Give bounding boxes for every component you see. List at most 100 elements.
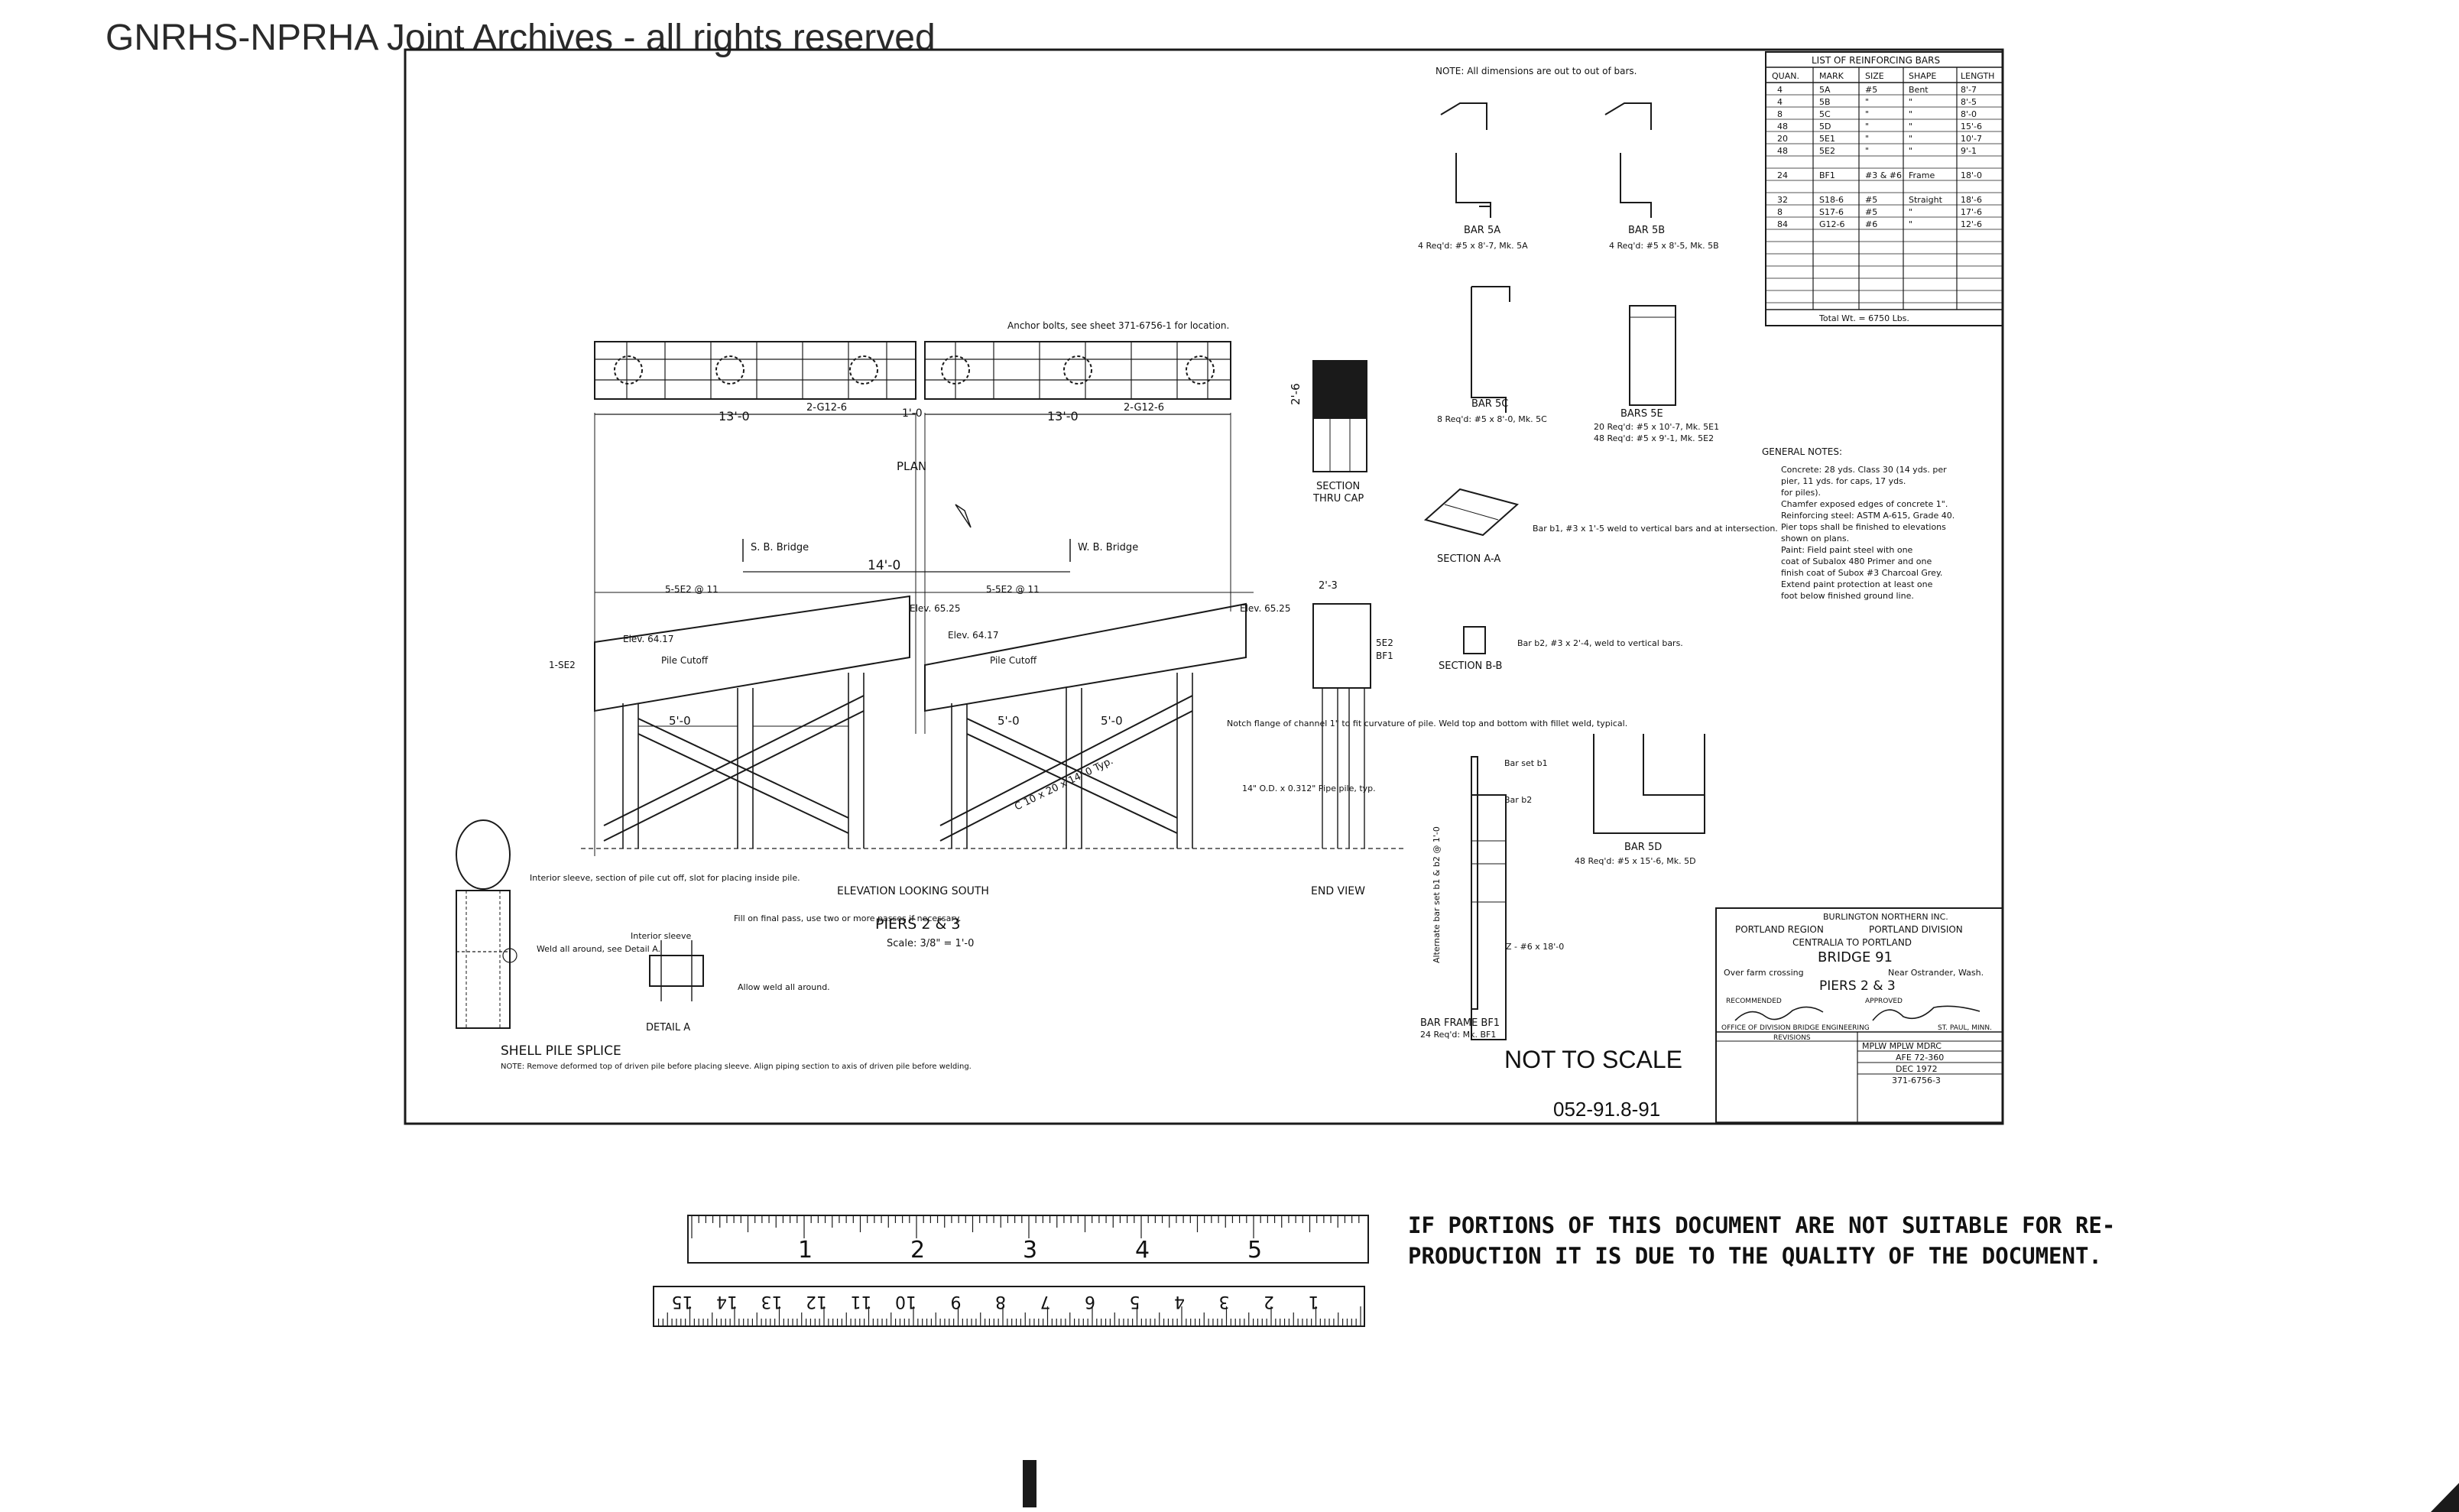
svg-text:AFE 72-360: AFE 72-360: [1896, 1053, 1944, 1063]
table-cell: ": [1865, 122, 1869, 131]
svg-text:Elev. 65.25: Elev. 65.25: [1240, 603, 1290, 614]
svg-text:PIERS 2 & 3: PIERS 2 & 3: [875, 916, 960, 933]
signature-left: [1734, 1006, 1824, 1021]
table-cell: 5C: [1819, 109, 1831, 119]
table-cell: 20: [1777, 134, 1788, 144]
table-cell: 48: [1777, 146, 1788, 156]
svg-text:5-5E2 @ 11: 5-5E2 @ 11: [986, 584, 1040, 595]
note-line: shown on plans.: [1781, 534, 1849, 543]
ruler-label: 2: [1264, 1292, 1274, 1311]
shell-pile-splice: Interior sleeve, section of pile cut off…: [456, 819, 972, 1071]
svg-text:Scale: 3/8" = 1'-0: Scale: 3/8" = 1'-0: [887, 938, 974, 949]
svg-text:DEC 1972: DEC 1972: [1896, 1064, 1938, 1074]
svg-text:BURLINGTON NORTHERN INC.: BURLINGTON NORTHERN INC.: [1823, 912, 1948, 922]
svg-text:SECTION A-A: SECTION A-A: [1437, 553, 1500, 565]
table-cell: ": [1865, 134, 1869, 144]
svg-text:Elev. 65.25: Elev. 65.25: [910, 603, 960, 614]
svg-text:BAR 5C: BAR 5C: [1471, 398, 1508, 410]
table-cell: ": [1909, 122, 1912, 131]
svg-text:Interior sleeve: Interior sleeve: [631, 931, 691, 941]
svg-text:BRIDGE 91: BRIDGE 91: [1818, 949, 1893, 965]
note-line: finish coat of Subox #3 Charcoal Grey.: [1781, 568, 1942, 578]
ruler-label: 5: [1130, 1292, 1140, 1311]
svg-text:Bar b2: Bar b2: [1504, 795, 1532, 805]
ruler-label: 4: [1135, 1237, 1150, 1264]
note-line: Reinforcing steel: ASTM A-615, Grade 40.: [1781, 511, 1955, 521]
ruler-label: 11: [851, 1292, 872, 1311]
table-cell: BF1: [1819, 170, 1835, 180]
svg-text:5'-0: 5'-0: [1101, 714, 1123, 728]
table-cell: 4: [1777, 97, 1783, 107]
svg-text:Total Wt. = 6750 Lbs.: Total Wt. = 6750 Lbs.: [1818, 313, 1909, 323]
svg-text:Pile Cutoff: Pile Cutoff: [990, 655, 1037, 666]
svg-text:Fill on final pass, use two or: Fill on final pass, use two or more pass…: [734, 913, 961, 923]
svg-text:BAR 5B: BAR 5B: [1628, 225, 1665, 236]
ruler-label: 3: [1023, 1237, 1037, 1264]
svg-text:CENTRALIA TO PORTLAND: CENTRALIA TO PORTLAND: [1792, 937, 1912, 948]
svg-text:QUAN.: QUAN.: [1772, 71, 1799, 81]
table-cell: #3 & #6: [1865, 170, 1902, 180]
svg-text:Z - #6 x 18'-0: Z - #6 x 18'-0: [1506, 942, 1564, 952]
table-cell: Bent: [1909, 85, 1929, 95]
svg-text:Bar b1, #3 x 1'-5 weld to vert: Bar b1, #3 x 1'-5 weld to vertical bars …: [1533, 524, 1778, 534]
svg-text:BAR FRAME BF1: BAR FRAME BF1: [1420, 1017, 1500, 1029]
svg-text:PLAN: PLAN: [897, 459, 926, 473]
svg-text:W. B. Bridge: W. B. Bridge: [1078, 542, 1138, 553]
table-cell: S18-6: [1819, 195, 1844, 205]
table-cell: 17'-6: [1961, 207, 1982, 217]
svg-text:371-6756-3: 371-6756-3: [1892, 1076, 1941, 1085]
archive-watermark: GNRHS-NPRHA Joint Archives - all rights …: [105, 18, 936, 58]
note-line: Extend paint protection at least one: [1781, 579, 1933, 589]
svg-text:8 Req'd: #5 x 8'-0, Mk. 5C: 8 Req'd: #5 x 8'-0, Mk. 5C: [1437, 414, 1547, 424]
table-cell: 12'-6: [1961, 219, 1982, 229]
svg-text:2-G12-6: 2-G12-6: [806, 402, 847, 414]
table-cell: 10'-7: [1961, 134, 1982, 144]
svg-text:SECTION: SECTION: [1316, 481, 1360, 492]
svg-text:1'-0: 1'-0: [902, 407, 923, 420]
svg-text:Weld all around, see Detail A.: Weld all around, see Detail A.: [537, 944, 660, 954]
table-cell: #6: [1865, 219, 1877, 229]
section-thru-cap: 2'-6 SECTION THRU CAP: [1289, 360, 1367, 505]
table-cell: ": [1865, 146, 1869, 156]
table-cell: 5D: [1819, 122, 1831, 131]
ruler-label: 1: [1309, 1292, 1319, 1311]
drawing-number: 052-91.8-91: [1553, 1098, 1661, 1121]
note-line: foot below finished ground line.: [1781, 591, 1914, 601]
note-line: Concrete: 28 yds. Class 30 (14 yds. per: [1781, 465, 1947, 475]
title-block: BURLINGTON NORTHERN INC. PORTLAND REGION…: [1715, 907, 2003, 1124]
svg-text:NOTE: Remove deformed top of d: NOTE: Remove deformed top of driven pile…: [501, 1063, 972, 1071]
svg-text:20 Req'd: #5 x 10'-7, Mk. 5E1: 20 Req'd: #5 x 10'-7, Mk. 5E1: [1594, 422, 1719, 432]
svg-text:13'-0: 13'-0: [1047, 409, 1079, 423]
svg-text:Bar b2, #3 x 2'-4, weld to ver: Bar b2, #3 x 2'-4, weld to vertical bars…: [1517, 638, 1683, 648]
reinforcing-bar-table: LIST OF REINFORCING BARS QUAN. MARK SIZE…: [1765, 51, 2003, 326]
svg-text:RECOMMENDED: RECOMMENDED: [1726, 998, 1782, 1005]
not-to-scale-label: NOT TO SCALE: [1504, 1046, 1682, 1073]
svg-text:APPROVED: APPROVED: [1865, 998, 1903, 1005]
note-line: Chamfer exposed edges of concrete 1".: [1781, 499, 1948, 509]
svg-text:PORTLAND REGION: PORTLAND REGION: [1735, 924, 1824, 935]
svg-text:END VIEW: END VIEW: [1311, 885, 1365, 897]
ruler-label: 13: [761, 1292, 783, 1311]
table-cell: Frame: [1909, 170, 1935, 180]
svg-text:24 Req'd: Mk. BF1: 24 Req'd: Mk. BF1: [1420, 1030, 1496, 1040]
table-cell: 32: [1777, 195, 1788, 205]
svg-text:Notch flange of channel 1" to: Notch flange of channel 1" to fit curvat…: [1227, 719, 1627, 728]
corner-mark: [2431, 1483, 2459, 1512]
table-cell: ": [1865, 109, 1869, 119]
ruler-label: 2: [910, 1237, 925, 1264]
svg-text:13'-0: 13'-0: [719, 409, 750, 423]
svg-text:1-SE2: 1-SE2: [549, 660, 576, 670]
svg-text:SHELL PILE SPLICE: SHELL PILE SPLICE: [501, 1043, 621, 1059]
elevation-view: S. B. Bridge W. B. Bridge 14'-0 5-5E2 @ …: [549, 539, 1627, 897]
table-cell: ": [1909, 219, 1912, 229]
svg-text:5'-0: 5'-0: [669, 714, 691, 728]
svg-text:LIST OF REINFORCING BARS: LIST OF REINFORCING BARS: [1812, 55, 1940, 66]
svg-text:BAR 5A: BAR 5A: [1464, 225, 1500, 236]
table-cell: G12-6: [1819, 219, 1845, 229]
svg-text:Near Ostrander, Wash.: Near Ostrander, Wash.: [1888, 968, 1984, 978]
svg-text:2-G12-6: 2-G12-6: [1124, 402, 1164, 414]
svg-text:Pile Cutoff: Pile Cutoff: [661, 655, 709, 666]
table-cell: ": [1865, 97, 1869, 107]
